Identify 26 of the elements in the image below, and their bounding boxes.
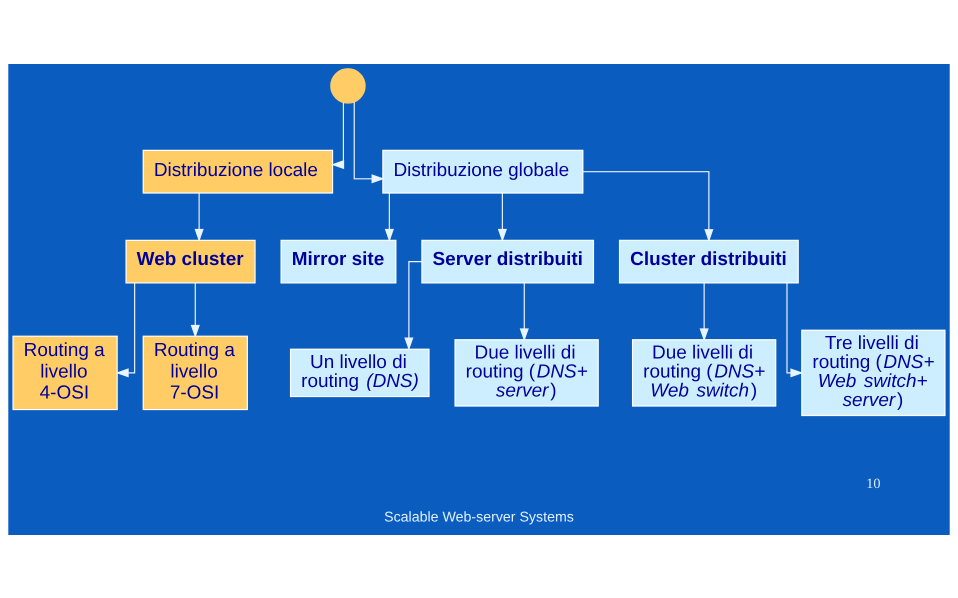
label: 10 [866,475,880,492]
arrow [194,192,204,242]
node-box: Due livelli di routing (DNS+ Web switch) [632,338,776,406]
node-box: Distribuzione globale [382,149,584,194]
node-box: Distribuzione locale [142,149,334,194]
node-box: Web cluster [125,239,256,284]
node-box: Un livello di routing (DNS) [290,348,430,397]
node-box: Routing a livello 7-OSI [142,335,248,410]
arrow [582,170,714,242]
arrow [190,282,200,338]
arrow [700,282,709,341]
node-box: Routing a livello 4-OSI [12,335,118,410]
arrow [331,102,344,169]
arrow [786,282,804,377]
arrow [498,192,507,242]
node-box: Due livelli di routing (DNS+ server) [454,338,599,406]
node-box: Tre livelli di routing (DNS+ Web switch+ server) [801,329,946,416]
node-box: Mirror site [280,239,396,284]
caption: Scalable Web-server Systems [384,509,574,526]
node-box: Server distribuiti [421,239,594,284]
node-circle [330,68,366,104]
node-box: Cluster distribuiti [618,239,799,284]
arrow [116,282,136,377]
arrow [520,282,529,341]
arrow [354,102,385,183]
arrow [384,192,394,242]
